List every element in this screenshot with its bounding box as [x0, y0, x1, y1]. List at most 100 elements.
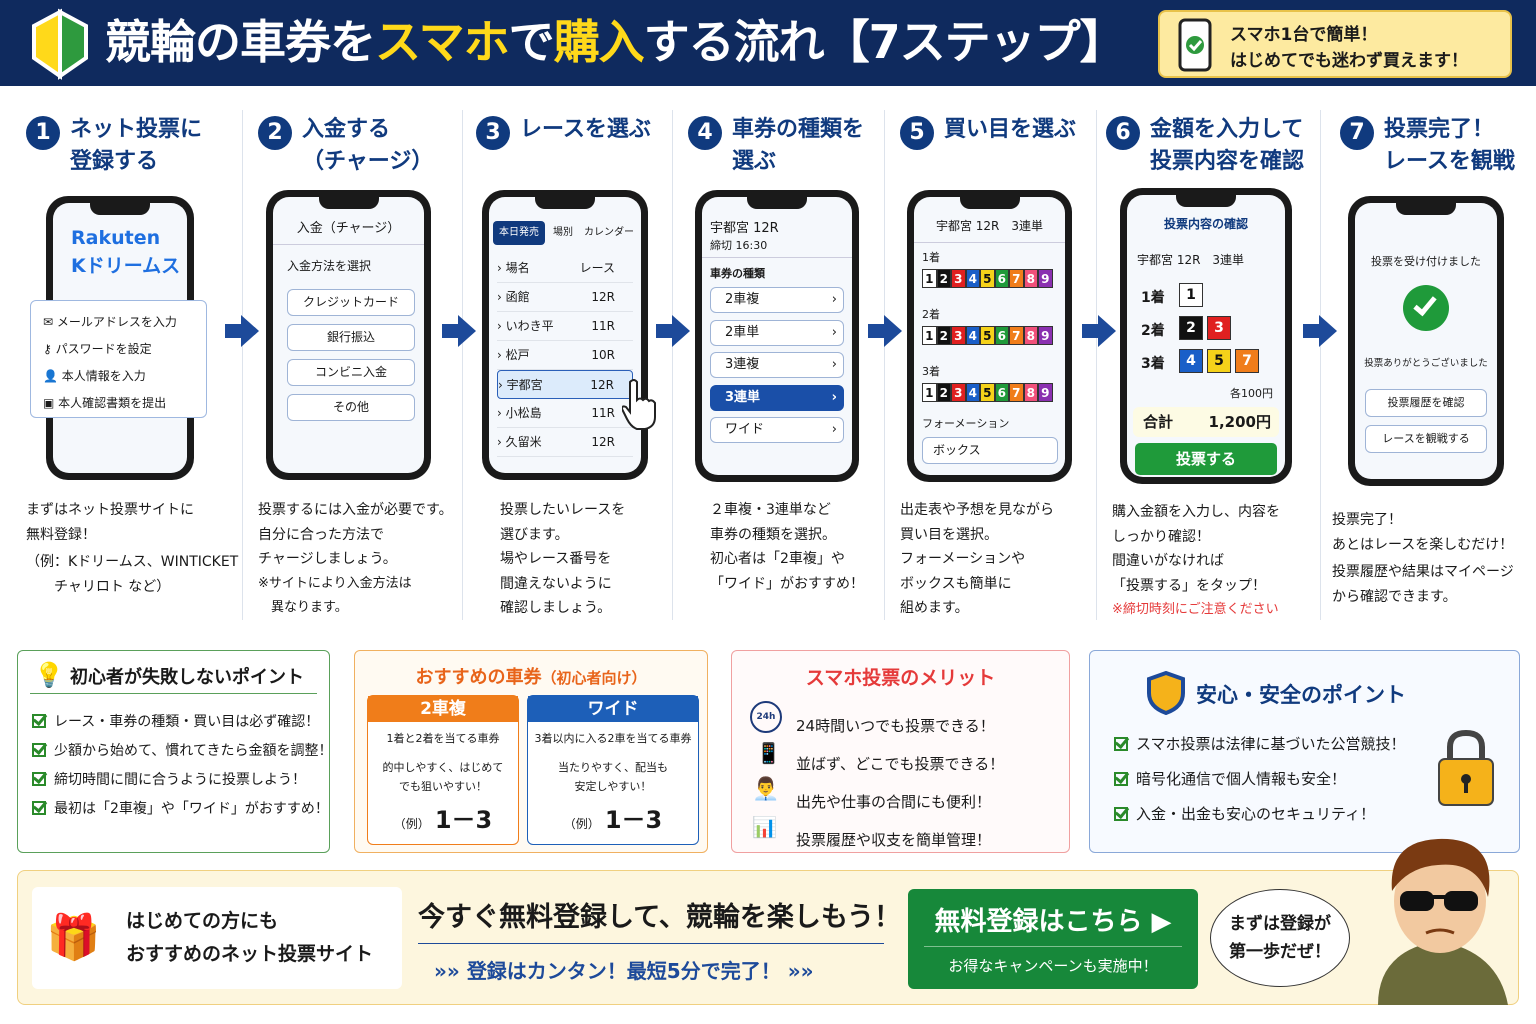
footer-headline: 今すぐ無料登録して、競輪を楽しもう！ — [418, 902, 902, 933]
race-name: 宇都宮 12R 3連単 — [1137, 253, 1245, 267]
arrow-right-icon — [656, 315, 690, 347]
number-button[interactable]: 1 — [922, 269, 937, 288]
number-button[interactable]: 2 — [936, 269, 951, 288]
picked-number: 1 — [1179, 283, 1203, 307]
speech-bubble: まずは登録が第一歩だぜ！ — [1210, 889, 1350, 987]
checkbox-icon — [32, 714, 46, 728]
pick-label: 2着 — [1141, 323, 1165, 339]
list-item: 投票履歴や収支を簡単管理！ — [796, 831, 992, 849]
number-button[interactable]: 7 — [1009, 383, 1024, 402]
tab-by-venue[interactable]: 場別 — [553, 227, 573, 238]
number-button[interactable]: 3 — [951, 269, 966, 288]
bet-type-option[interactable]: 3連単› — [710, 384, 844, 411]
box-title: スマホ投票のメリット — [805, 667, 996, 689]
number-button[interactable]: 5 — [980, 326, 995, 345]
badge-line: はじめてでも迷わず買えます！ — [1230, 51, 1468, 71]
tab-today[interactable]: 本日発売 — [493, 221, 545, 245]
number-button[interactable]: 3 — [951, 383, 966, 402]
list-item: レース・車券の種類・買い目は必ず確認！ — [32, 711, 332, 731]
bank-transfer-button[interactable]: 銀行振込 — [287, 324, 415, 351]
logo: Rakuten — [71, 227, 161, 249]
safety-list: スマホ投票は法律に基づいた公営競技！ 暗号化通信で個人情報も安全！ 入金・出金も… — [1114, 733, 1406, 833]
recommend-box: おすすめの車券（初心者向け） 2車複 1着と2着を当てる車券 的中しやすく、はじ… — [354, 650, 708, 853]
screen-label: 車券の種類 — [710, 267, 765, 280]
number-button[interactable]: 2 — [936, 383, 951, 402]
tips-list: レース・車券の種類・買い目は必ず確認！ 少額から始めて、慣れてきたら金額を調整！… — [32, 711, 332, 827]
character-mascot — [1378, 838, 1508, 1005]
pick-label: 1着 — [1141, 290, 1165, 306]
box-button[interactable]: ボックス — [922, 437, 1058, 464]
bet-type-option[interactable]: ワイド› — [710, 417, 844, 443]
key-icon: ⚷ — [43, 342, 52, 356]
formation-label: フォーメーション — [922, 417, 1010, 430]
box-title: 安心・安全のポイント — [1196, 683, 1406, 707]
box-title: おすすめの車券（初心者向け） — [415, 667, 647, 688]
credit-card-button[interactable]: クレジットカード — [287, 289, 415, 316]
number-button[interactable]: 6 — [994, 383, 1009, 402]
title-part: する流れ【7ステップ】 — [643, 15, 1126, 69]
step-description: 購入金額を入力し、内容をしっかり確認！間違いがなければ「投票する」をタップ！※締… — [1112, 504, 1280, 617]
number-button[interactable]: 3 — [951, 326, 966, 345]
header-badge: スマホ1台で簡単！ はじめてでも迷わず買えます！ — [1158, 10, 1512, 78]
person-icon: 👤 — [43, 369, 58, 383]
divider — [884, 110, 885, 620]
bet-type-option[interactable]: 2車単› — [710, 319, 844, 346]
watch-race-button[interactable]: レースを観戦する — [1365, 425, 1487, 453]
submit-vote-button[interactable]: 投票する — [1135, 443, 1277, 475]
bet-type-option[interactable]: 2車複› — [710, 287, 844, 313]
logo: Kドリームス — [71, 255, 181, 277]
businessman-icon: 👨‍💼 — [752, 777, 780, 802]
mail-icon: ✉ — [43, 315, 54, 329]
picked-number: 2 — [1179, 316, 1203, 340]
number-button[interactable]: 9 — [1038, 326, 1053, 345]
number-button[interactable]: 8 — [1023, 326, 1038, 345]
arrow-right-icon — [1303, 315, 1337, 347]
number-button[interactable]: 4 — [965, 383, 980, 402]
view-history-button[interactable]: 投票履歴を確認 — [1365, 389, 1487, 417]
step-number: 1 — [26, 116, 60, 150]
position-label: 3着 — [922, 365, 940, 378]
number-button[interactable]: 1 — [922, 383, 937, 402]
number-button[interactable]: 2 — [936, 326, 951, 345]
deadline: 締切 16:30 — [710, 239, 768, 252]
number-button[interactable]: 5 — [980, 383, 995, 402]
pointer-hand-icon — [622, 379, 656, 430]
number-button[interactable]: 7 — [1009, 326, 1024, 345]
number-button[interactable]: 9 — [1038, 383, 1053, 402]
number-button[interactable]: 4 — [965, 326, 980, 345]
register-button[interactable]: 無料登録はこちら ▶ お得なキャンペーンも実施中！ — [908, 889, 1198, 989]
screen-header: 宇都宮 12R 3連単 — [914, 217, 1065, 243]
number-button[interactable]: 9 — [1038, 269, 1053, 288]
step-number: 3 — [476, 116, 510, 150]
number-button[interactable]: 5 — [980, 269, 995, 288]
card-2shafuku: 2車複 1着と2着を当てる車券 的中しやすく、はじめてでも狙いやすい！ （例） … — [367, 695, 519, 845]
list-item: 出先や仕事の合間にも便利！ — [796, 793, 992, 811]
arrow-right-icon — [868, 315, 902, 347]
number-button[interactable]: 4 — [965, 269, 980, 288]
other-method-button[interactable]: その他 — [287, 394, 415, 421]
divider — [242, 110, 243, 620]
bet-type-option[interactable]: 3連複› — [710, 352, 844, 378]
number-button[interactable]: 8 — [1023, 383, 1038, 402]
chevrons-icon: »» — [434, 959, 460, 983]
tab-calendar[interactable]: カレンダー — [584, 227, 634, 238]
divider — [1320, 110, 1321, 620]
number-button[interactable]: 6 — [994, 326, 1009, 345]
list-item: 👤 本人情報を入力 — [43, 369, 146, 383]
number-button[interactable]: 1 — [922, 326, 937, 345]
number-button[interactable]: 8 — [1023, 269, 1038, 288]
number-button[interactable]: 7 — [1009, 269, 1024, 288]
step-title: 買い目を選ぶ — [944, 117, 1077, 142]
number-button[interactable]: 6 — [994, 269, 1009, 288]
convenience-store-button[interactable]: コンビニ入金 — [287, 359, 415, 386]
screen-label: 入金方法を選択 — [287, 259, 372, 273]
card-title: ワイド — [528, 696, 698, 722]
